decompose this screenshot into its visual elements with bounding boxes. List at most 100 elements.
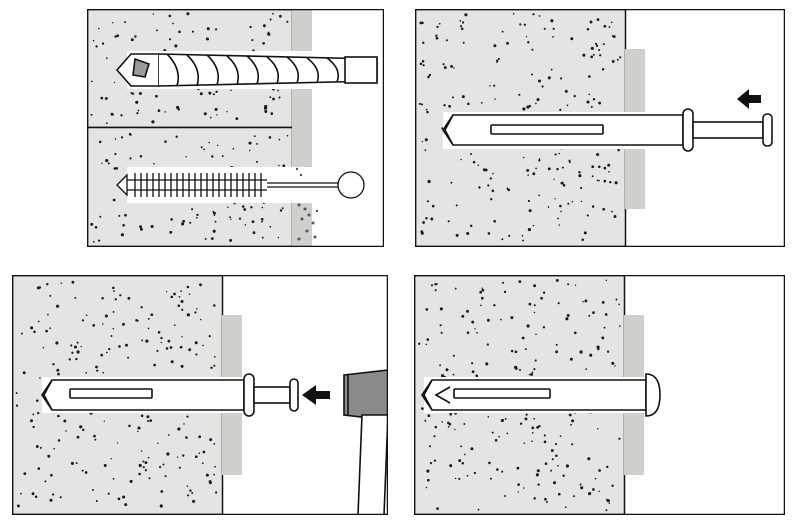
speckle-dot [613, 215, 617, 218]
concrete-speckles [418, 12, 622, 242]
speckle-dot [173, 324, 176, 327]
speckle-dot [178, 296, 181, 298]
speckle-dot [90, 113, 93, 116]
speckle-dot [525, 413, 528, 416]
speckle-dot [279, 14, 282, 18]
speckle-dot [129, 479, 133, 483]
speckle-dot [487, 415, 490, 418]
speckle-dot [473, 471, 477, 475]
speckle-dot [248, 149, 251, 152]
speckle-dot [501, 470, 504, 473]
push-arrow-icon [737, 89, 761, 109]
speckle-dot [559, 204, 562, 208]
speckle-dot [227, 206, 229, 208]
speckle-dot [262, 41, 265, 45]
speckle-dot [63, 419, 67, 423]
speckle-dot [35, 445, 39, 448]
speckle-dot [614, 365, 616, 367]
speckle-dot [433, 459, 437, 462]
speckle-dot [562, 183, 566, 187]
speckle-dot [418, 342, 421, 345]
speckle-dot [112, 327, 115, 330]
speckle-dot [500, 418, 504, 423]
speckle-dot [559, 435, 562, 437]
speckle-dot [510, 349, 514, 353]
speckle-dot [554, 443, 558, 446]
speckle-dot [147, 456, 150, 459]
speckle-dot [471, 370, 475, 374]
speckle-dot [168, 14, 172, 18]
speckle-dot [248, 141, 252, 145]
speckle-dot [270, 112, 274, 115]
speckle-dot [177, 304, 181, 307]
speckle-dot [104, 314, 108, 318]
speckle-dot [487, 184, 490, 187]
speckle-dot [531, 440, 533, 443]
speckle-dot [120, 136, 124, 139]
speckle-dot [264, 104, 268, 109]
speckle-dot [16, 504, 20, 508]
speckle-dot [464, 13, 468, 17]
speckle-dot [428, 73, 432, 77]
speckle-dot [422, 41, 425, 44]
speckle-dot [609, 181, 612, 184]
speckle-dot [578, 170, 581, 174]
speckle-dot [436, 25, 439, 29]
speckle-dot [213, 473, 215, 476]
speckle-dot [110, 112, 114, 116]
speckle-dot [590, 55, 594, 59]
speckle-dot [286, 134, 289, 137]
speckle-dot [136, 430, 139, 433]
speckle-dot [178, 30, 181, 34]
anchor-icon [41, 373, 299, 417]
speckle-dot [182, 219, 186, 223]
speckle-dot [31, 492, 35, 496]
speckle-dot [608, 170, 610, 173]
speckle-dot [140, 306, 143, 309]
speckle-dot [470, 362, 474, 365]
speckle-dot [199, 318, 202, 321]
speckle-dot [540, 296, 543, 300]
speckle-dot [434, 282, 437, 286]
speckle-dot [71, 351, 74, 354]
speckle-dot [149, 419, 153, 422]
speckle-dot [605, 509, 608, 512]
speckle-dot [459, 20, 462, 22]
speckle-dot [455, 204, 458, 207]
speckle-dot [180, 300, 184, 303]
speckle-dot [596, 152, 600, 157]
speckle-dot [92, 40, 95, 42]
speckle-dot [454, 477, 457, 480]
speckle-dot [477, 508, 480, 511]
speckle-dot [138, 472, 141, 476]
speckle-dot [519, 422, 523, 425]
speckle-dot [531, 431, 534, 434]
speckle-dot [230, 89, 232, 92]
speckle-dot [128, 132, 132, 136]
speckle-dot [568, 159, 571, 162]
speckle-dot [493, 219, 496, 223]
speckle-dot [426, 338, 430, 341]
speckle-dot [496, 59, 499, 62]
speckle-dot [80, 345, 82, 348]
speckle-dot [422, 221, 425, 224]
speckle-dot [445, 368, 449, 372]
speckle-dot [531, 73, 533, 76]
speckle-dot [571, 443, 574, 446]
speckle-dot [453, 67, 455, 69]
speckle-dot [534, 359, 537, 362]
speckle-dot [102, 323, 104, 325]
speckle-dot [277, 236, 280, 239]
speckle-dot [101, 296, 104, 300]
hammer-icon [343, 369, 388, 515]
speckle-dot [192, 499, 196, 503]
speckle-dot [100, 96, 104, 100]
speckle-dot [238, 217, 242, 220]
speckle-dot [59, 496, 62, 499]
speckle-dot [597, 165, 601, 169]
speckle-dot [584, 299, 588, 303]
speckle-dot [169, 346, 173, 349]
speckle-dot [526, 324, 530, 328]
speckle-dot [574, 284, 577, 286]
speckle-dot [487, 232, 491, 235]
